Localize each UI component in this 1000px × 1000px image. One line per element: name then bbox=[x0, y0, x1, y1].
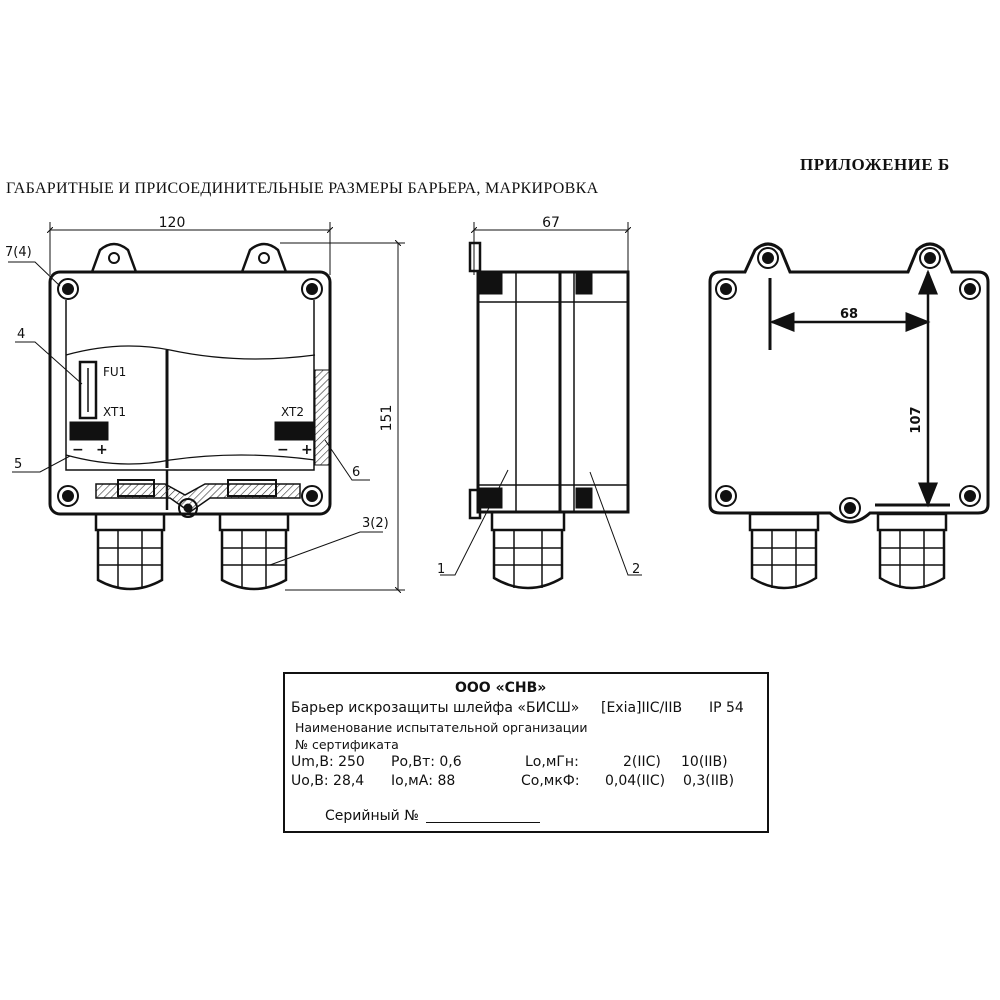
nameplate-ex-marking: [Exia]IIC/IIB bbox=[601, 700, 683, 716]
fuse-label-fu1: FU1 bbox=[103, 365, 126, 379]
dim-width-120: 120 bbox=[159, 215, 186, 231]
rear-view bbox=[708, 242, 990, 590]
nameplate-certificate: № сертификата bbox=[295, 737, 399, 752]
dim-depth-67: 67 bbox=[542, 215, 560, 231]
callout-5: 5 bbox=[14, 457, 22, 472]
nameplate-ip: IP 54 bbox=[709, 700, 744, 716]
callout-2: 2 bbox=[632, 562, 640, 577]
nameplate-um: Um,В: 250 bbox=[291, 754, 365, 770]
dim-horizontal-68: 68 bbox=[840, 307, 858, 322]
side-view bbox=[440, 222, 642, 590]
callout-3-2: 3(2) bbox=[362, 516, 389, 531]
dim-vertical-107: 107 bbox=[909, 406, 924, 433]
nameplate-co-iib: 0,3(IIB) bbox=[683, 773, 735, 789]
xt2-plus: + bbox=[301, 442, 313, 458]
nameplate-serial-label: Серийный № bbox=[325, 808, 419, 824]
nameplate-co-label: Cо,мкФ: bbox=[521, 773, 580, 789]
nameplate-lo-iic: 2(IIC) bbox=[623, 754, 661, 770]
callout-4: 4 bbox=[17, 327, 25, 342]
callout-6: 6 bbox=[352, 465, 360, 480]
nameplate-lo-label: Lо,мГн: bbox=[525, 754, 579, 770]
nameplate-po: Pо,Вт: 0,6 bbox=[391, 754, 462, 770]
nameplate-company: ООО «СНВ» bbox=[455, 680, 547, 696]
callout-7-4: 7(4) bbox=[5, 245, 32, 260]
front-view bbox=[8, 222, 405, 590]
nameplate-test-org: Наименование испытательной организации bbox=[295, 720, 588, 735]
nameplate-co-iic: 0,04(IIC) bbox=[605, 773, 666, 789]
nameplate-uo: Uо,В: 28,4 bbox=[291, 773, 365, 789]
serial-number-line bbox=[426, 822, 540, 823]
xt1-plus: + bbox=[96, 442, 108, 458]
nameplate-product: Барьер искрозащиты шлейфа «БИСШ» bbox=[291, 700, 580, 716]
terminal-label-xt1: XT1 bbox=[103, 405, 126, 419]
nameplate-io: Iо,мА: 88 bbox=[391, 773, 456, 789]
dim-height-151: 151 bbox=[379, 405, 395, 432]
sheet-title: ГАБАРИТНЫЕ И ПРИСОЕДИНИТЕЛЬНЫЕ РАЗМЕРЫ Б… bbox=[6, 180, 599, 197]
nameplate-lo-iib: 10(IIB) bbox=[681, 754, 728, 770]
xt1-minus: − bbox=[72, 442, 84, 458]
nameplate: ООО «СНВ» Барьер искрозащиты шлейфа «БИС… bbox=[283, 672, 769, 833]
callout-1: 1 bbox=[437, 562, 445, 577]
xt2-minus: − bbox=[277, 442, 289, 458]
appendix-label: ПРИЛОЖЕНИЕ Б bbox=[800, 155, 950, 174]
terminal-label-xt2: XT2 bbox=[281, 405, 304, 419]
